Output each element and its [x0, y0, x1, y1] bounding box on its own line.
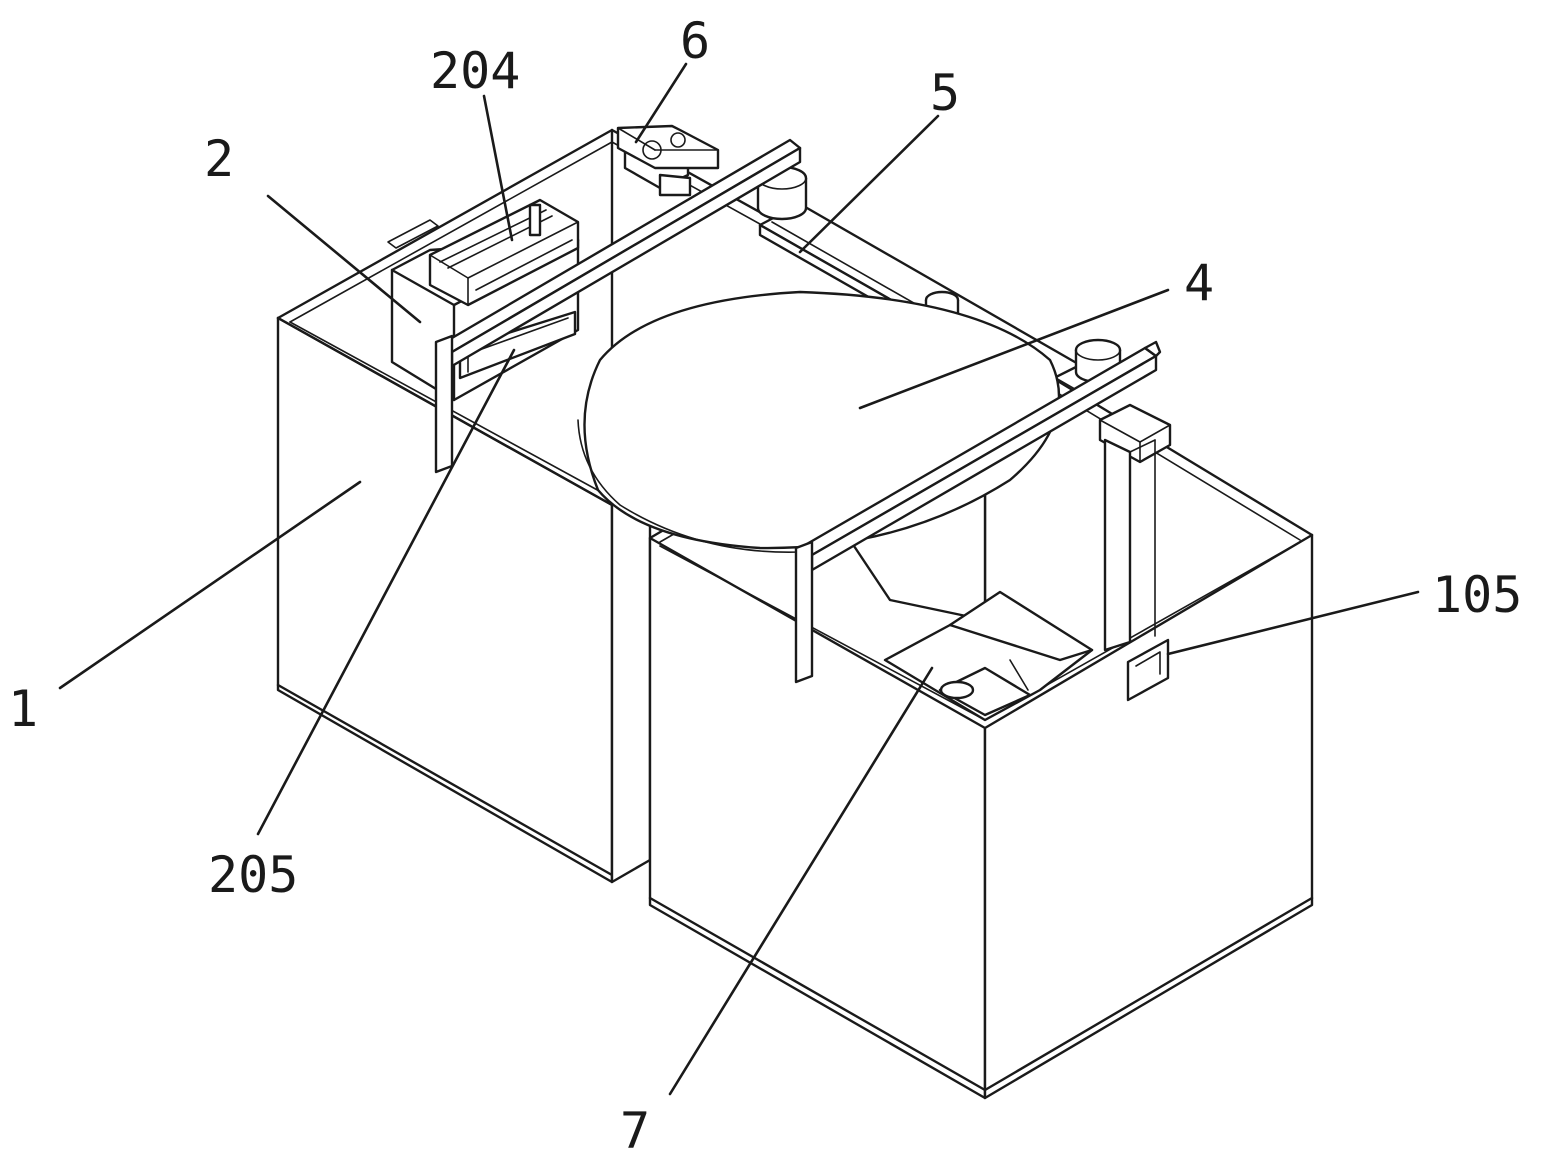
- label-7: 7: [620, 1102, 650, 1160]
- hopper: [883, 590, 1094, 722]
- left-tank: [276, 128, 992, 884]
- leader-1: [58, 480, 362, 690]
- clamp-assembly: [616, 124, 720, 197]
- label-204: 204: [430, 42, 520, 100]
- label-105: 105: [1432, 566, 1522, 624]
- leader-5: [798, 114, 940, 254]
- label-1: 1: [8, 680, 38, 738]
- leader-205: [256, 348, 516, 836]
- leader-2: [266, 194, 422, 324]
- leader-6: [634, 62, 688, 144]
- right-tank: [648, 338, 1314, 1100]
- label-2: 2: [204, 130, 234, 188]
- leader-204: [482, 94, 514, 242]
- label-4: 4: [1184, 254, 1214, 312]
- label-205: 205: [208, 846, 298, 904]
- reference-labels: 1 2 4 5 6 7 105 204 205: [8, 12, 1522, 1160]
- leader-7: [668, 666, 934, 1096]
- label-5: 5: [930, 64, 960, 122]
- leader-105: [1166, 590, 1420, 656]
- label-6: 6: [680, 12, 710, 70]
- leader-4: [858, 288, 1170, 410]
- leader-lines: [58, 62, 1420, 1096]
- gantry-frame: [434, 138, 1172, 684]
